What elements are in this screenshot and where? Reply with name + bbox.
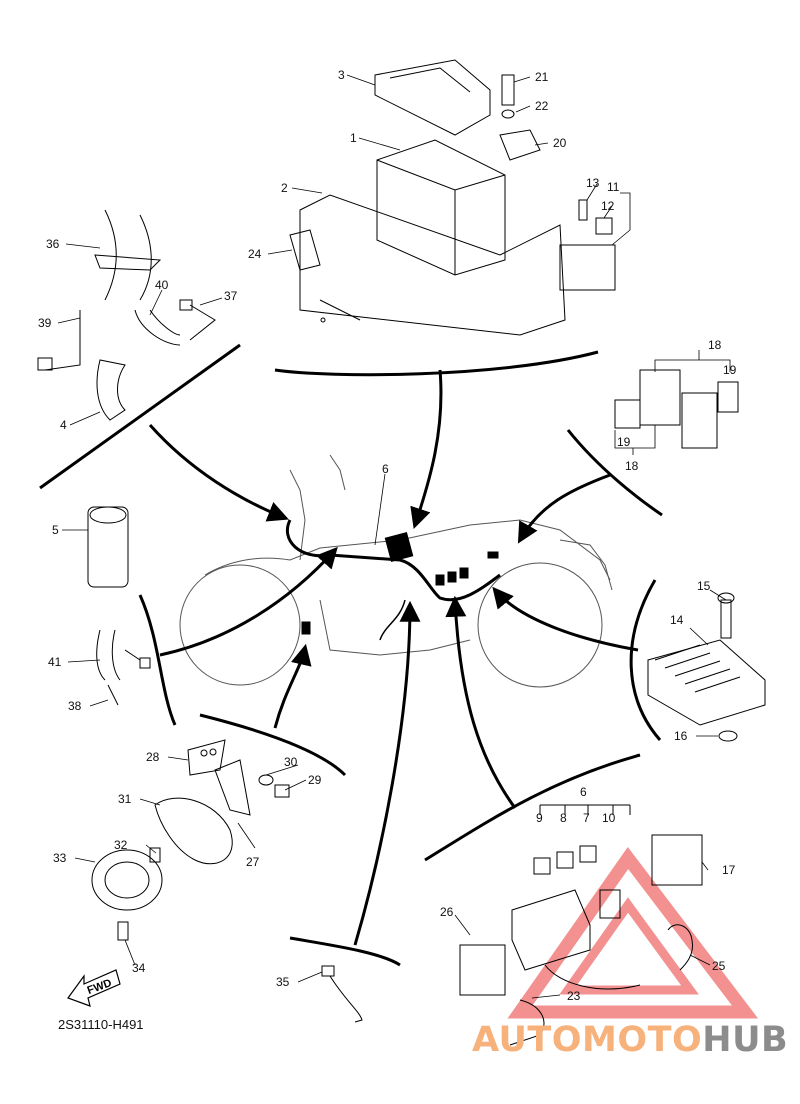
rectifier-regulator [647,592,766,742]
callout-27: 27 [246,855,260,869]
callout-12: 12 [601,199,615,213]
horn-assembly [91,739,290,941]
callout-31: 31 [118,792,132,806]
callout-19-left: 19 [617,435,631,449]
callout-34: 34 [132,961,146,975]
callout-21: 21 [535,70,549,84]
callout-15: 15 [697,579,711,593]
motorcycle-outline [179,454,613,688]
callout-32: 32 [114,838,128,852]
battery-assembly [299,59,566,336]
callout-labels: 3 1 2 21 22 20 13 11 12 24 36 40 37 39 4… [38,68,737,1003]
cable-tie [321,965,363,1023]
callout-11: 11 [607,180,620,194]
callout-28: 28 [146,750,160,764]
callout-8: 8 [560,811,567,825]
callout-39: 39 [38,316,52,330]
callout-16: 16 [674,729,688,743]
callout-5: 5 [52,523,59,537]
callout-38: 38 [68,699,82,713]
region-dividers [39,343,663,967]
callout-33: 33 [53,851,67,865]
callout-30: 30 [284,755,298,769]
callout-36: 36 [46,237,60,251]
callout-23: 23 [567,989,581,1003]
callout-1: 1 [350,131,357,145]
callout-25: 25 [712,959,726,973]
diagram-code: 2S31110-H491 [58,1017,144,1032]
callout-7: 7 [583,811,590,825]
callout-4: 4 [60,418,67,432]
relay-units [614,369,739,449]
callout-40: 40 [155,278,169,292]
callout-6-bottom: 6 [580,785,587,799]
callout-6-top: 6 [382,462,389,476]
left-components [37,209,216,706]
watermark-triangle [507,846,759,1019]
callout-22: 22 [535,99,549,113]
fwd-label: FWD [86,977,114,997]
callout-35: 35 [276,975,290,989]
callout-37: 37 [224,289,238,303]
callout-41: 41 [48,655,62,669]
watermark-text-autmoto: AUTOMOTO [472,1020,703,1060]
callout-19-right: 19 [723,363,737,377]
callout-29: 29 [308,773,322,787]
callout-3: 3 [338,68,345,82]
callout-10: 10 [602,811,616,825]
fuse-box-assembly [459,804,703,1046]
wire-harness [285,519,501,641]
battery-band [289,229,321,271]
callout-2: 2 [281,181,288,195]
callout-18-bottom: 18 [625,459,639,473]
callout-20: 20 [553,136,567,150]
callout-9: 9 [536,811,543,825]
callout-24: 24 [248,247,262,261]
watermark-text-hub: HUB [702,1020,789,1060]
battery-clamp-bolt [499,74,541,161]
callout-18-top: 18 [708,338,722,352]
label-leaders [57,74,731,999]
callout-14: 14 [670,613,684,627]
forward-arrow-icon: FWD [67,969,121,1007]
callout-13: 13 [586,176,600,190]
starter-relay [559,199,616,291]
callout-26: 26 [440,905,454,919]
leader-arrows [148,369,639,946]
callout-17: 17 [722,863,736,877]
watermark-logo: AUTOMOTOHUB [472,1020,788,1060]
